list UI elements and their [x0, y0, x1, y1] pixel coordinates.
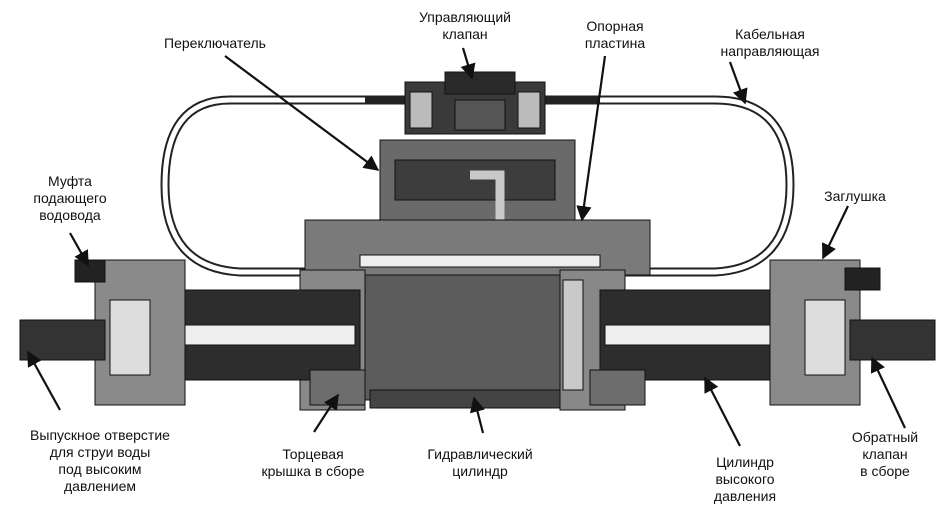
control-valve — [404, 71, 546, 135]
right-hp-cylinder — [589, 259, 936, 406]
label-end-cap: Торцевая крышка в сборе — [261, 446, 365, 479]
switch-housing — [379, 139, 585, 255]
label-hp-cylinder: Цилиндр высокого давления — [713, 454, 777, 504]
label-check-valve: Обратный клапан в сборе — [851, 429, 919, 479]
label-hydraulic-cylinder: Гидравлический цилиндр — [427, 446, 533, 479]
label-plug: Заглушка — [824, 188, 886, 204]
label-support-plate: Опорная пластина — [584, 18, 646, 51]
label-cable-guide: Кабельная направляющая — [720, 26, 820, 59]
label-water-inlet-coupling: Муфта подающего водовода — [33, 173, 107, 223]
label-control-valve: Управляющий клапан — [419, 9, 511, 42]
label-outlet: Выпускное отверстие для струи воды под в… — [30, 427, 170, 494]
leader-lines — [27, 47, 906, 447]
label-switch: Переключатель — [164, 35, 266, 51]
